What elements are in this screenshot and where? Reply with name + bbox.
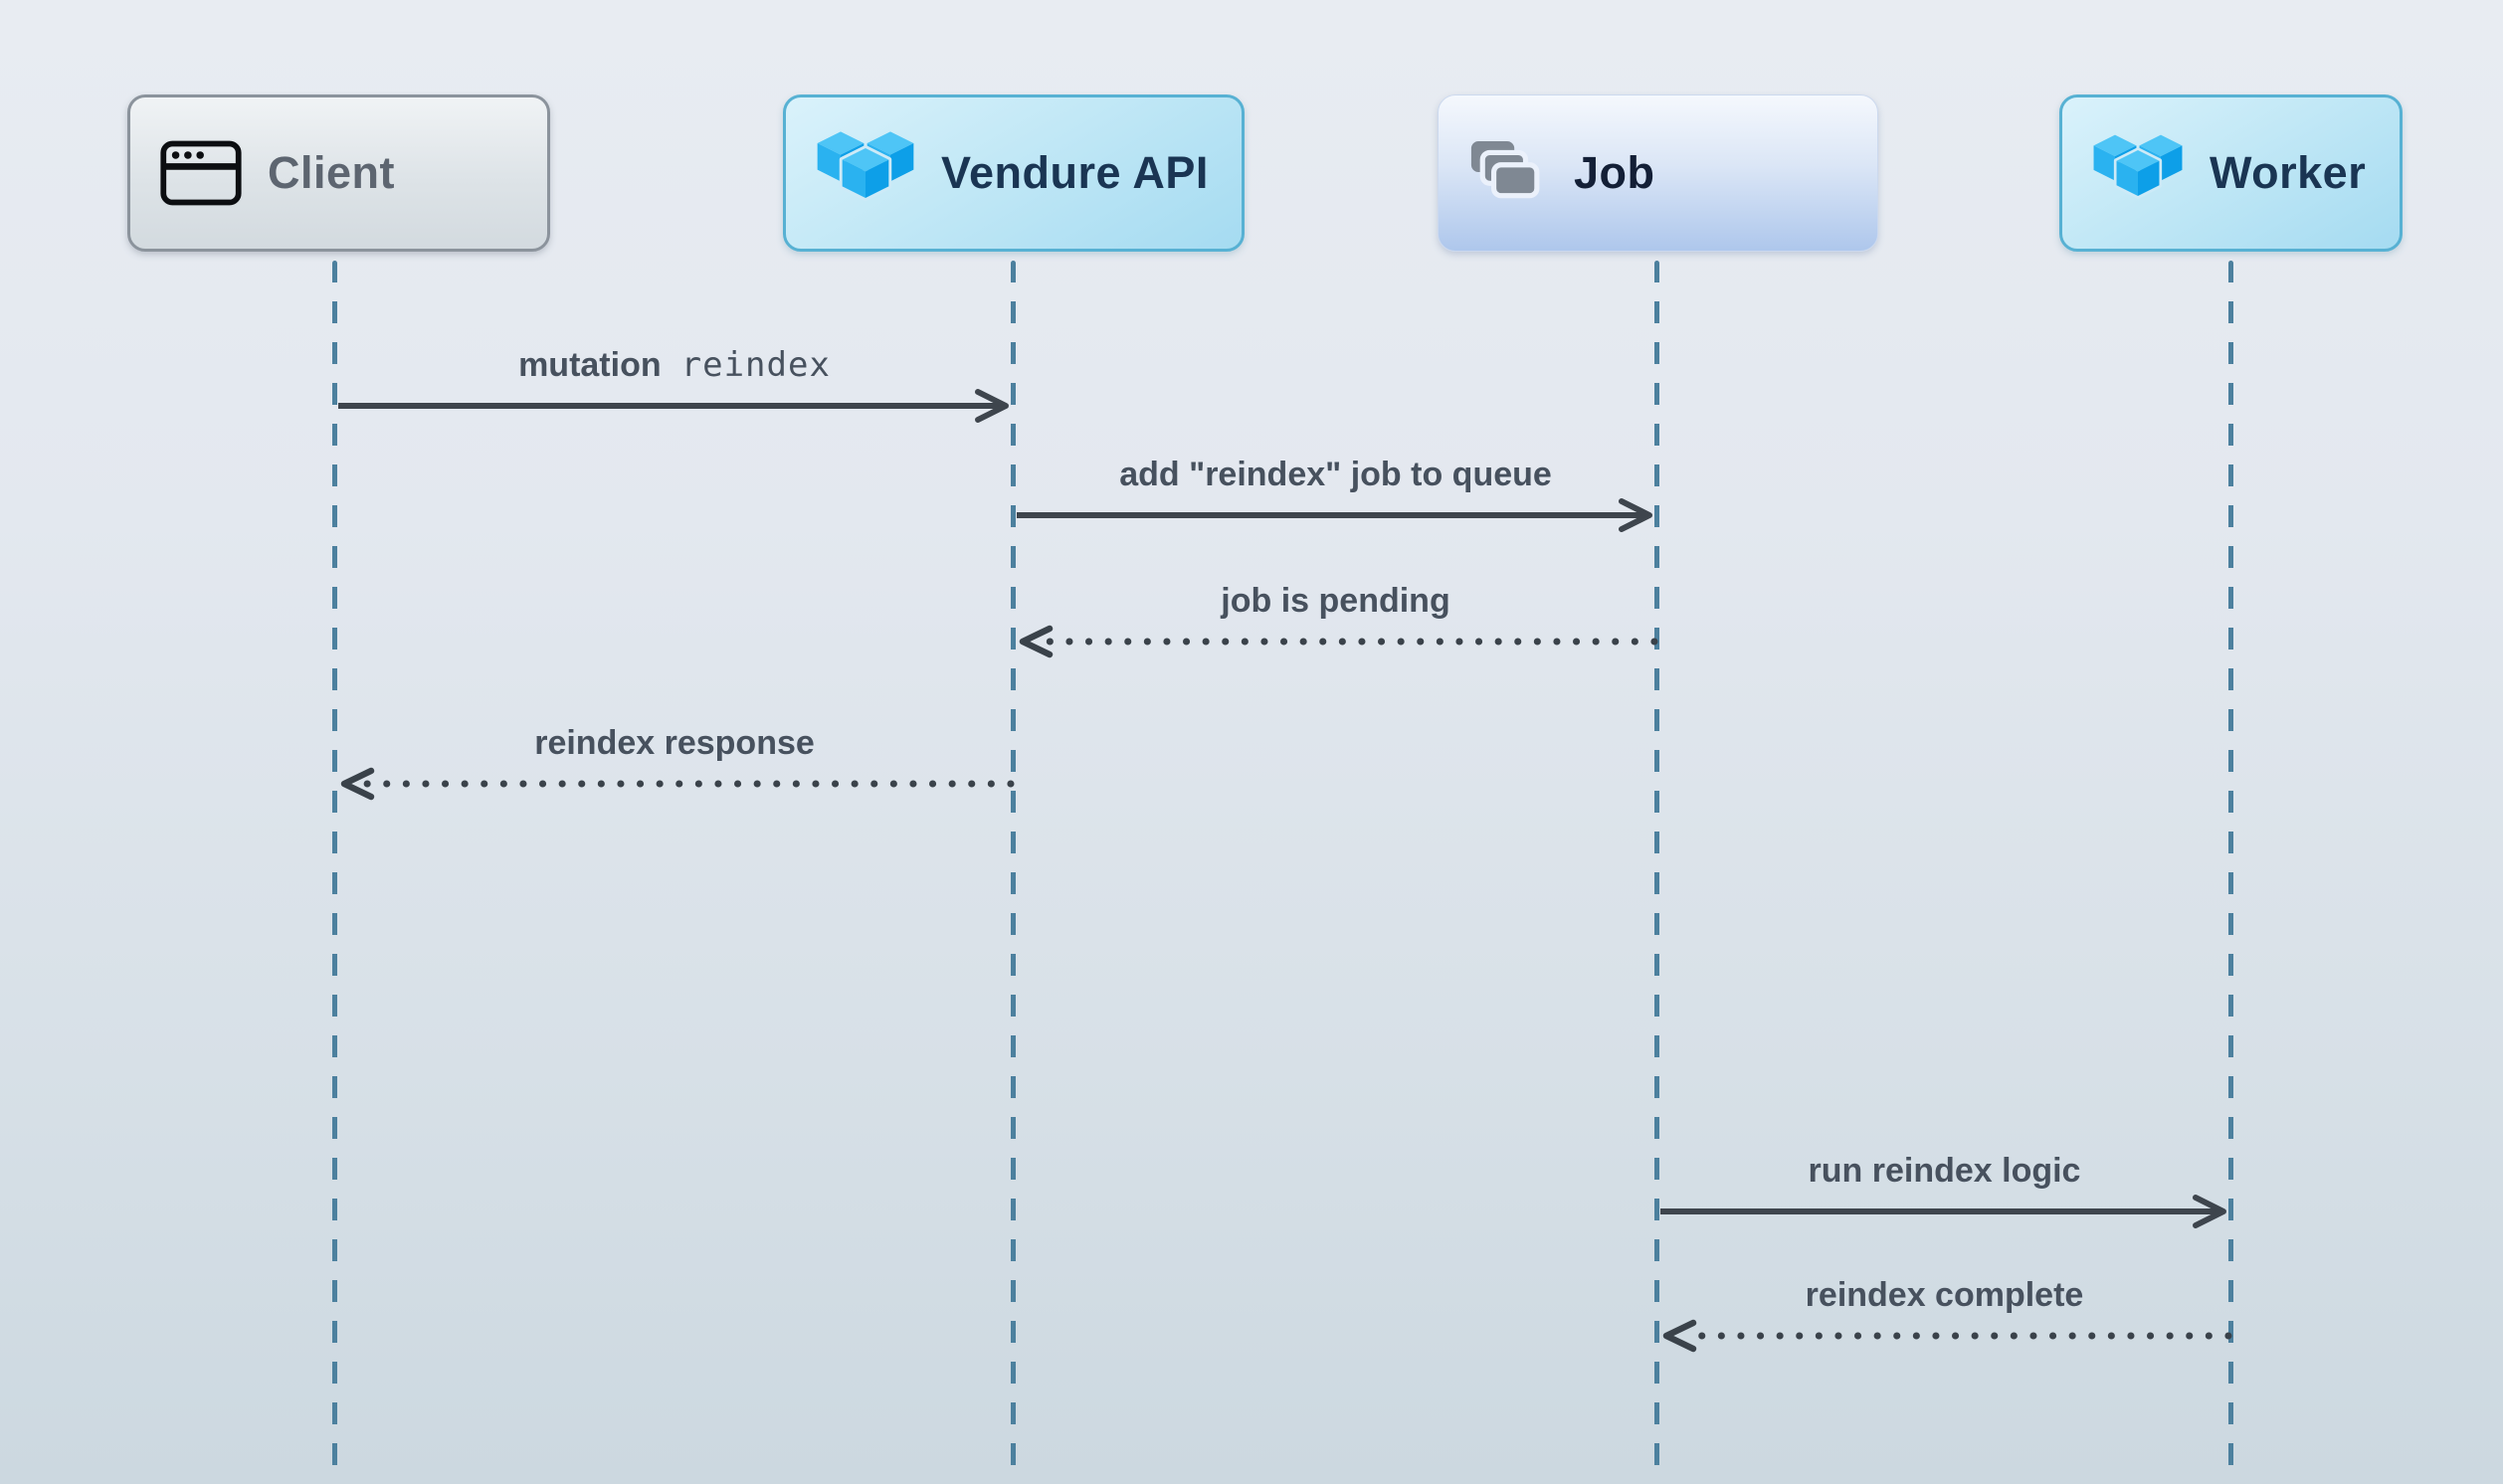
lifeline-job [1654, 261, 1659, 1484]
browser-window-icon [160, 140, 242, 206]
actor-client-label: Client [268, 147, 396, 198]
arrow-reindex-response [340, 767, 1015, 801]
actor-worker-label: Worker [2210, 147, 2367, 198]
message-label-add-job: add "reindex" job to queue [1119, 456, 1552, 493]
message-label-run-reindex: run reindex logic [1808, 1152, 2081, 1190]
stacked-cards-icon [1470, 141, 1540, 199]
message-label-job-pending: job is pending [1221, 582, 1450, 620]
arrow-job-pending [1019, 625, 1658, 658]
vendure-logo-icon [2093, 134, 2183, 199]
lifeline-worker [2228, 261, 2233, 1484]
actor-client: Client [127, 94, 550, 252]
arrow-run-reindex [1660, 1195, 2226, 1228]
lifeline-client [332, 261, 337, 1484]
arrow-reindex-complete [1662, 1319, 2232, 1353]
arrow-add-job [1017, 498, 1652, 532]
lifeline-vendure-api [1011, 261, 1016, 1484]
actor-vendure-api: Vendure API [783, 94, 1245, 252]
vendure-logo-icon [817, 131, 914, 201]
actor-worker: Worker [2059, 94, 2403, 252]
inline-code: reindex [680, 345, 831, 385]
message-label-reindex-response: reindex response [534, 724, 815, 762]
actor-job-label: Job [1574, 147, 1655, 198]
actor-vendure-api-label: Vendure API [941, 147, 1209, 198]
actor-job: Job [1438, 94, 1878, 252]
arrow-mutation-reindex [338, 389, 1009, 423]
message-label-reindex-complete: reindex complete [1805, 1276, 2084, 1314]
